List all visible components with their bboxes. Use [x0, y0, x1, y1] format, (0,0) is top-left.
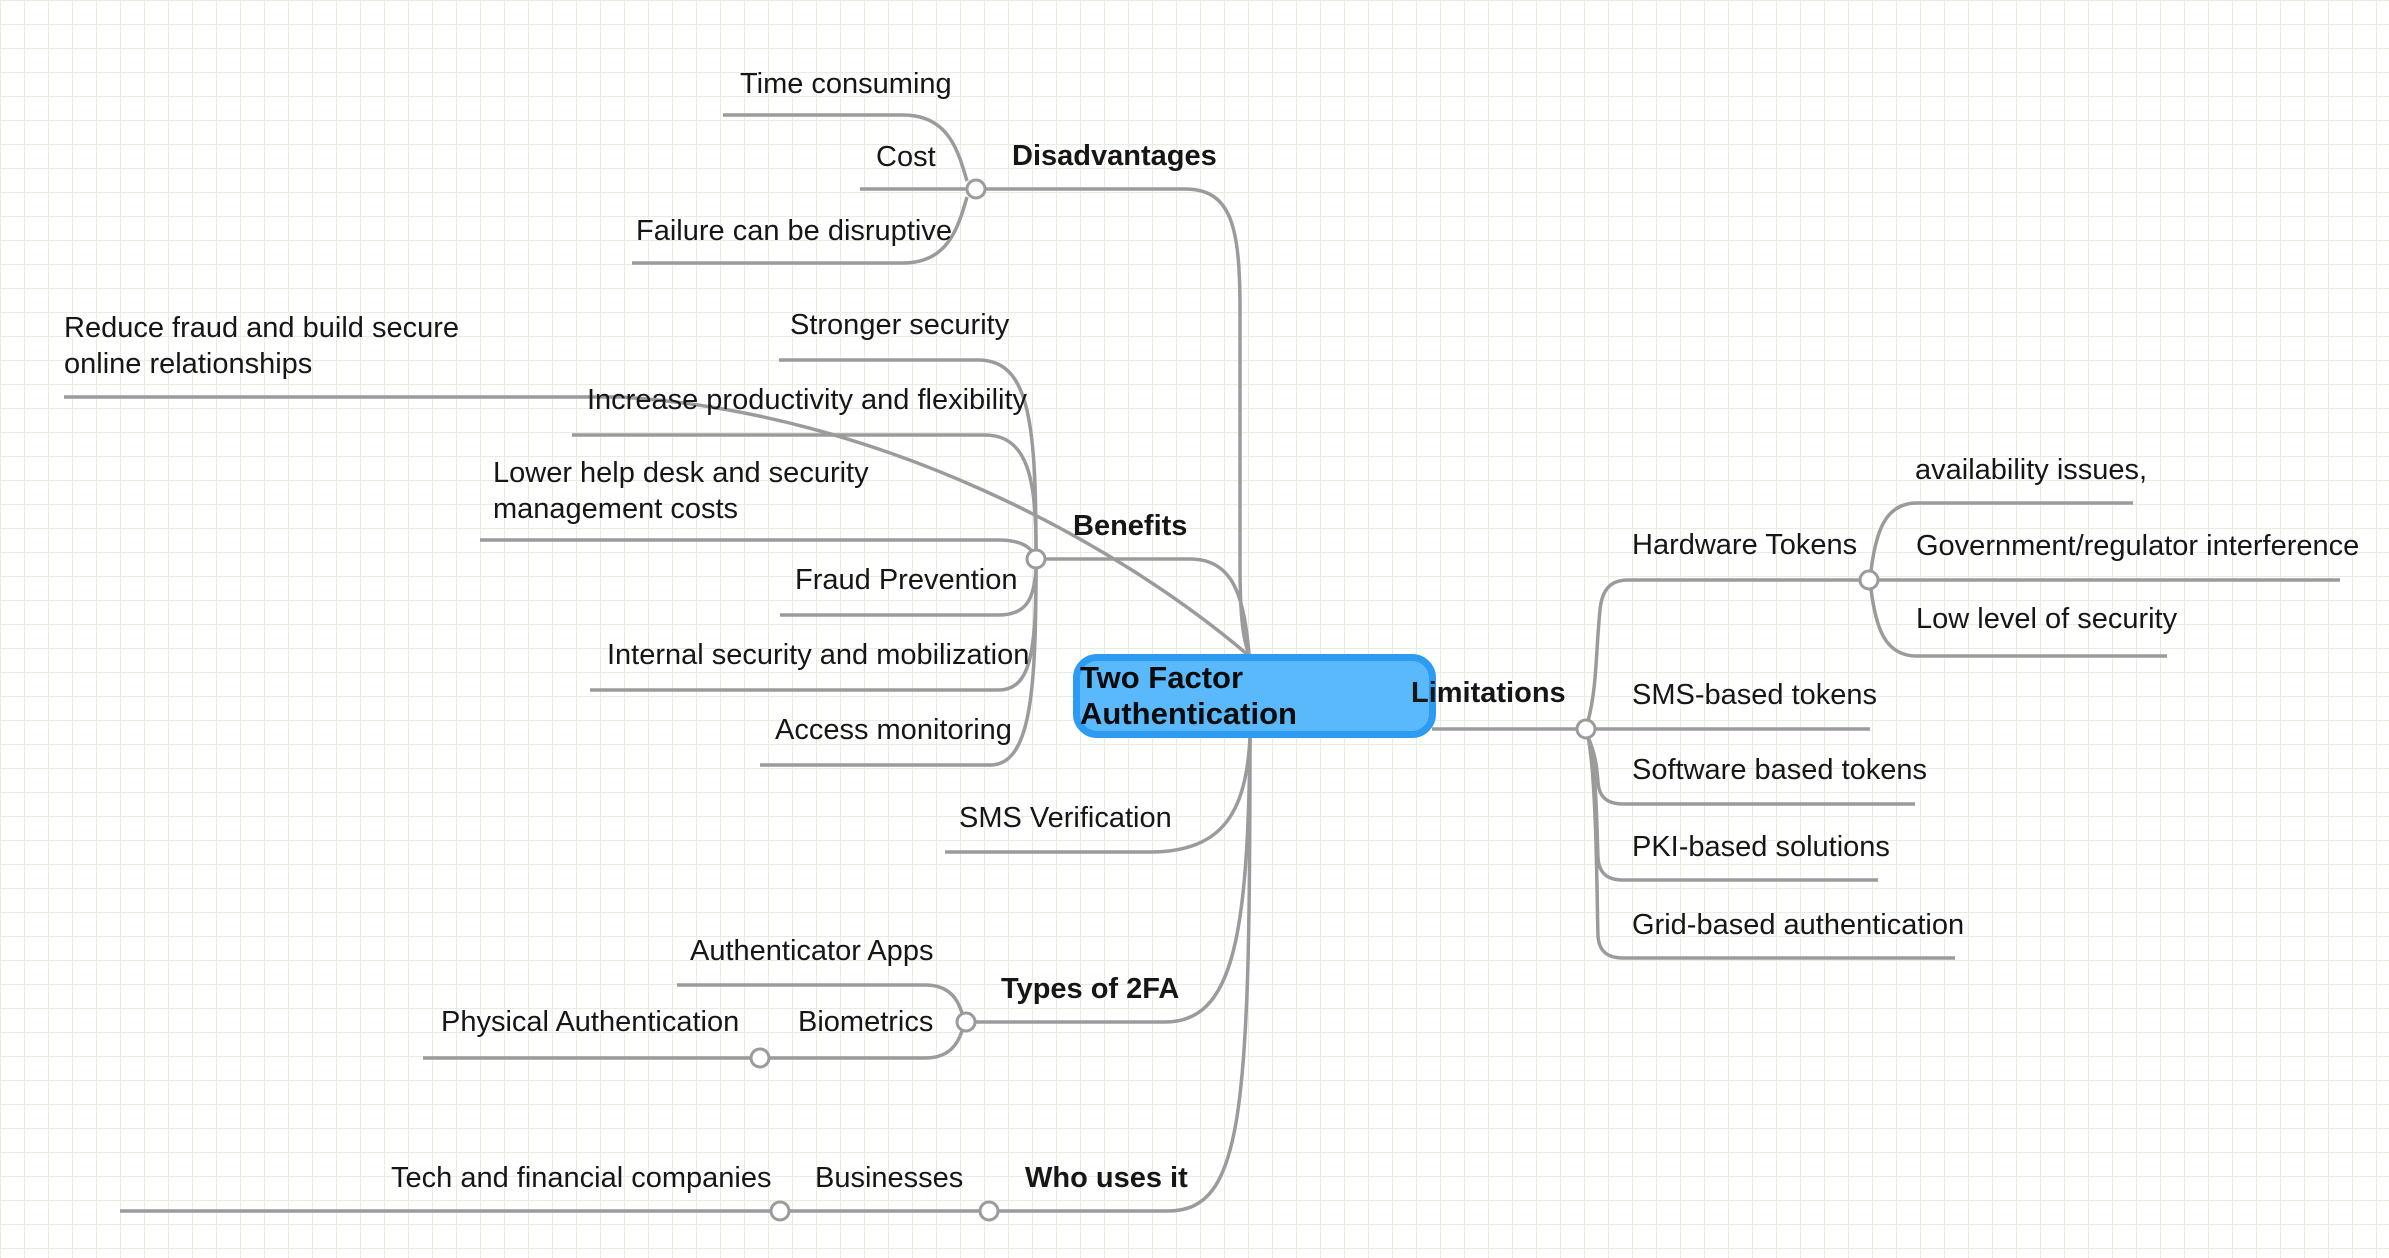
software-tokens-line — [1586, 736, 1915, 806]
hardware-tokens-line — [1586, 578, 1860, 722]
node-increase-productivity[interactable]: Increase productivity and flexibility — [587, 384, 1028, 416]
limitations-collapse-handle[interactable] — [1575, 718, 1597, 740]
node-time-consuming[interactable]: Time consuming — [740, 68, 952, 100]
node-benefits[interactable]: Benefits — [1073, 510, 1188, 542]
node-biometrics[interactable]: Biometrics — [798, 1006, 934, 1038]
node-tech-financial[interactable]: Tech and financial companies — [391, 1162, 772, 1194]
benefits-collapse-handle[interactable] — [1025, 548, 1047, 570]
node-hardware-tokens[interactable]: Hardware Tokens — [1632, 529, 1858, 561]
lower-costs-line — [480, 538, 1035, 554]
types-collapse-handle[interactable] — [955, 1011, 977, 1033]
disadvantages-branch-line — [985, 187, 1252, 657]
node-lower-costs[interactable]: Lower help desk and security management … — [493, 457, 869, 525]
failure-line — [632, 196, 969, 265]
authenticator-apps-line — [677, 983, 964, 1014]
node-fraud-prevention[interactable]: Fraud Prevention — [795, 564, 1018, 596]
node-reduce-fraud[interactable]: Reduce fraud and build secure online rel… — [64, 312, 459, 380]
availability-line — [1869, 501, 2133, 572]
node-limitations[interactable]: Limitations — [1411, 677, 1566, 709]
node-disadvantages[interactable]: Disadvantages — [1012, 140, 1217, 172]
disadvantages-collapse-handle[interactable] — [965, 178, 987, 200]
sms-verification-line — [945, 737, 1252, 854]
node-access-monitoring[interactable]: Access monitoring — [775, 714, 1012, 746]
who-collapse-handle[interactable] — [978, 1200, 1000, 1222]
node-pki-based-solutions[interactable]: PKI-based solutions — [1632, 831, 1890, 863]
increase-productivity-line — [572, 433, 1038, 550]
low-security-line — [1869, 588, 2167, 658]
biometrics-line — [769, 1030, 964, 1060]
time-consuming-line — [723, 113, 969, 182]
benefits-branch-line — [1045, 557, 1251, 654]
node-availability-issues[interactable]: availability issues, — [1915, 454, 2148, 486]
node-who-uses-it[interactable]: Who uses it — [1025, 1162, 1188, 1194]
node-authenticator-apps[interactable]: Authenticator Apps — [690, 935, 934, 967]
businesses-collapse-handle[interactable] — [769, 1200, 791, 1222]
node-stronger-security[interactable]: Stronger security — [790, 309, 1010, 341]
node-physical-authentication[interactable]: Physical Authentication — [441, 1006, 740, 1038]
who-branch-line — [998, 737, 1252, 1213]
node-grid-based-authentication[interactable]: Grid-based authentication — [1632, 909, 1965, 941]
node-cost[interactable]: Cost — [876, 141, 936, 173]
node-government-interference[interactable]: Government/regulator interference — [1916, 530, 2360, 562]
biometrics-collapse-handle[interactable] — [749, 1047, 771, 1069]
node-sms-verification[interactable]: SMS Verification — [959, 802, 1172, 834]
node-businesses[interactable]: Businesses — [815, 1162, 964, 1194]
hardware-tokens-collapse-handle[interactable] — [1858, 569, 1880, 591]
access-monitoring-line — [760, 568, 1038, 767]
node-sms-based-tokens[interactable]: SMS-based tokens — [1632, 679, 1878, 711]
node-types-of-2fa[interactable]: Types of 2FA — [1001, 973, 1180, 1005]
node-low-level-security[interactable]: Low level of security — [1916, 603, 2178, 635]
root-node[interactable]: Two Factor Authentication — [1073, 654, 1436, 738]
node-software-based-tokens[interactable]: Software based tokens — [1632, 754, 1928, 786]
node-failure-can-be-disruptive[interactable]: Failure can be disruptive — [636, 215, 952, 247]
grid-auth-line — [1586, 736, 1955, 960]
node-internal-security[interactable]: Internal security and mobilization — [607, 639, 1030, 671]
reduce-fraud-line — [64, 395, 1250, 657]
